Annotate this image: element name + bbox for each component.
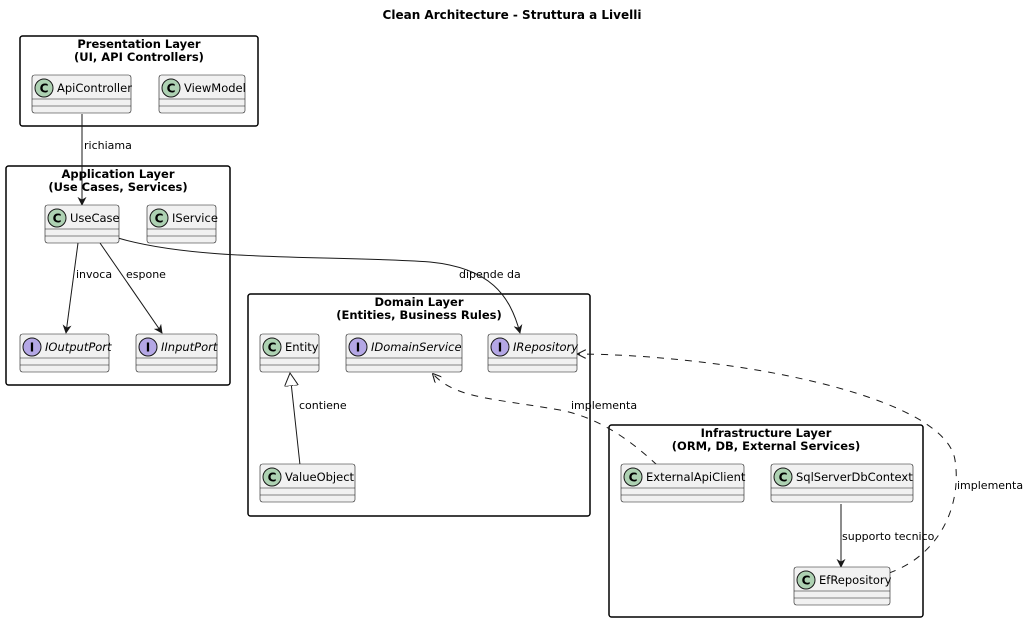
class-name: IOutputPort xyxy=(45,340,112,354)
stereotype-letter: C xyxy=(155,212,164,226)
edge-dipende-da xyxy=(117,237,523,334)
class-icon xyxy=(47,208,67,228)
class-name: UseCase xyxy=(70,211,120,225)
package-subtitle: (Use Cases, Services) xyxy=(48,180,187,194)
class-idomain-service: I IDomainService xyxy=(345,333,463,373)
package-title: Application Layer xyxy=(61,167,174,181)
stereotype-letter: C xyxy=(268,471,277,485)
class-icon xyxy=(623,467,643,487)
package-subtitle: (ORM, DB, External Services) xyxy=(672,439,860,453)
edge-implementa-domain-service xyxy=(433,374,658,466)
class-icon xyxy=(262,337,282,357)
class-irepository: I IRepository xyxy=(487,333,578,373)
stereotype-letter: I xyxy=(30,341,34,355)
class-name: IRepository xyxy=(513,340,578,354)
edge-contiene xyxy=(290,373,301,466)
package-title: Infrastructure Layer xyxy=(701,426,832,440)
edge-label-espone: espone xyxy=(126,268,166,281)
class-name: ValueObject xyxy=(285,470,355,484)
class-icon xyxy=(796,570,816,590)
class-name: Entity xyxy=(285,340,319,354)
edge-label-dipende-da: dipende da xyxy=(459,268,521,281)
class-ioutput-port: I IOutputPort xyxy=(19,333,112,373)
class-icon xyxy=(161,78,181,98)
interface-icon xyxy=(490,337,510,357)
class-sql-server-db-context: C SqlServerDbContext xyxy=(770,463,914,503)
stereotype-letter: C xyxy=(268,341,277,355)
interface-icon xyxy=(138,337,158,357)
class-name: EfRepository xyxy=(819,573,892,587)
edge-label-implementa-domain: implementa xyxy=(571,399,637,412)
stereotype-letter: C xyxy=(802,574,811,588)
package-title: Presentation Layer xyxy=(77,37,201,51)
class-name: ApiController xyxy=(57,81,132,95)
class-icon xyxy=(262,467,282,487)
class-entity: C Entity xyxy=(259,333,320,373)
edge-label-supporto-tecnico: supporto tecnico xyxy=(842,530,935,543)
class-name: IService xyxy=(172,211,218,225)
class-name: SqlServerDbContext xyxy=(796,470,913,484)
edge-invoca xyxy=(62,242,79,334)
stereotype-letter: I xyxy=(146,341,150,355)
edge-label-implementa-repo: implementa xyxy=(957,479,1023,492)
interface-icon xyxy=(348,337,368,357)
edge-implementa-repository xyxy=(578,354,957,574)
package-subtitle: (UI, API Controllers) xyxy=(74,50,204,64)
class-name: ExternalApiClient xyxy=(646,470,746,484)
class-iinput-port: I IInputPort xyxy=(135,333,218,373)
stereotype-letter: C xyxy=(629,471,638,485)
stereotype-letter: I xyxy=(498,341,502,355)
interface-icon xyxy=(22,337,42,357)
package-subtitle: (Entities, Business Rules) xyxy=(336,308,502,322)
class-icon xyxy=(773,467,793,487)
stereotype-letter: C xyxy=(53,212,62,226)
class-icon xyxy=(149,208,169,228)
class-api-controller: C ApiController xyxy=(31,74,132,114)
edge-label-richiama: richiama xyxy=(84,139,132,152)
edge-label-contiene: contiene xyxy=(299,399,347,412)
package-title: Domain Layer xyxy=(374,295,463,309)
class-icon xyxy=(34,78,54,98)
class-name: ViewModel xyxy=(184,81,246,95)
class-use-case: C UseCase xyxy=(44,204,120,244)
diagram-title: Clean Architecture - Struttura a Livelli xyxy=(383,8,642,22)
stereotype-letter: I xyxy=(356,341,360,355)
edge-espone xyxy=(99,242,163,334)
class-iservice: C IService xyxy=(146,204,218,244)
stereotype-letter: C xyxy=(779,471,788,485)
class-ef-repository: C EfRepository xyxy=(793,566,892,606)
edge-label-invoca: invoca xyxy=(76,268,112,281)
class-external-api-client: C ExternalApiClient xyxy=(620,463,746,503)
class-name: IInputPort xyxy=(161,340,218,354)
stereotype-letter: C xyxy=(167,82,176,96)
class-value-object: C ValueObject xyxy=(259,463,356,503)
class-view-model: C ViewModel xyxy=(158,74,246,114)
stereotype-letter: C xyxy=(40,82,49,96)
class-name: IDomainService xyxy=(371,340,462,354)
edges: richiama invoca espone dipende da contie… xyxy=(62,114,1023,574)
